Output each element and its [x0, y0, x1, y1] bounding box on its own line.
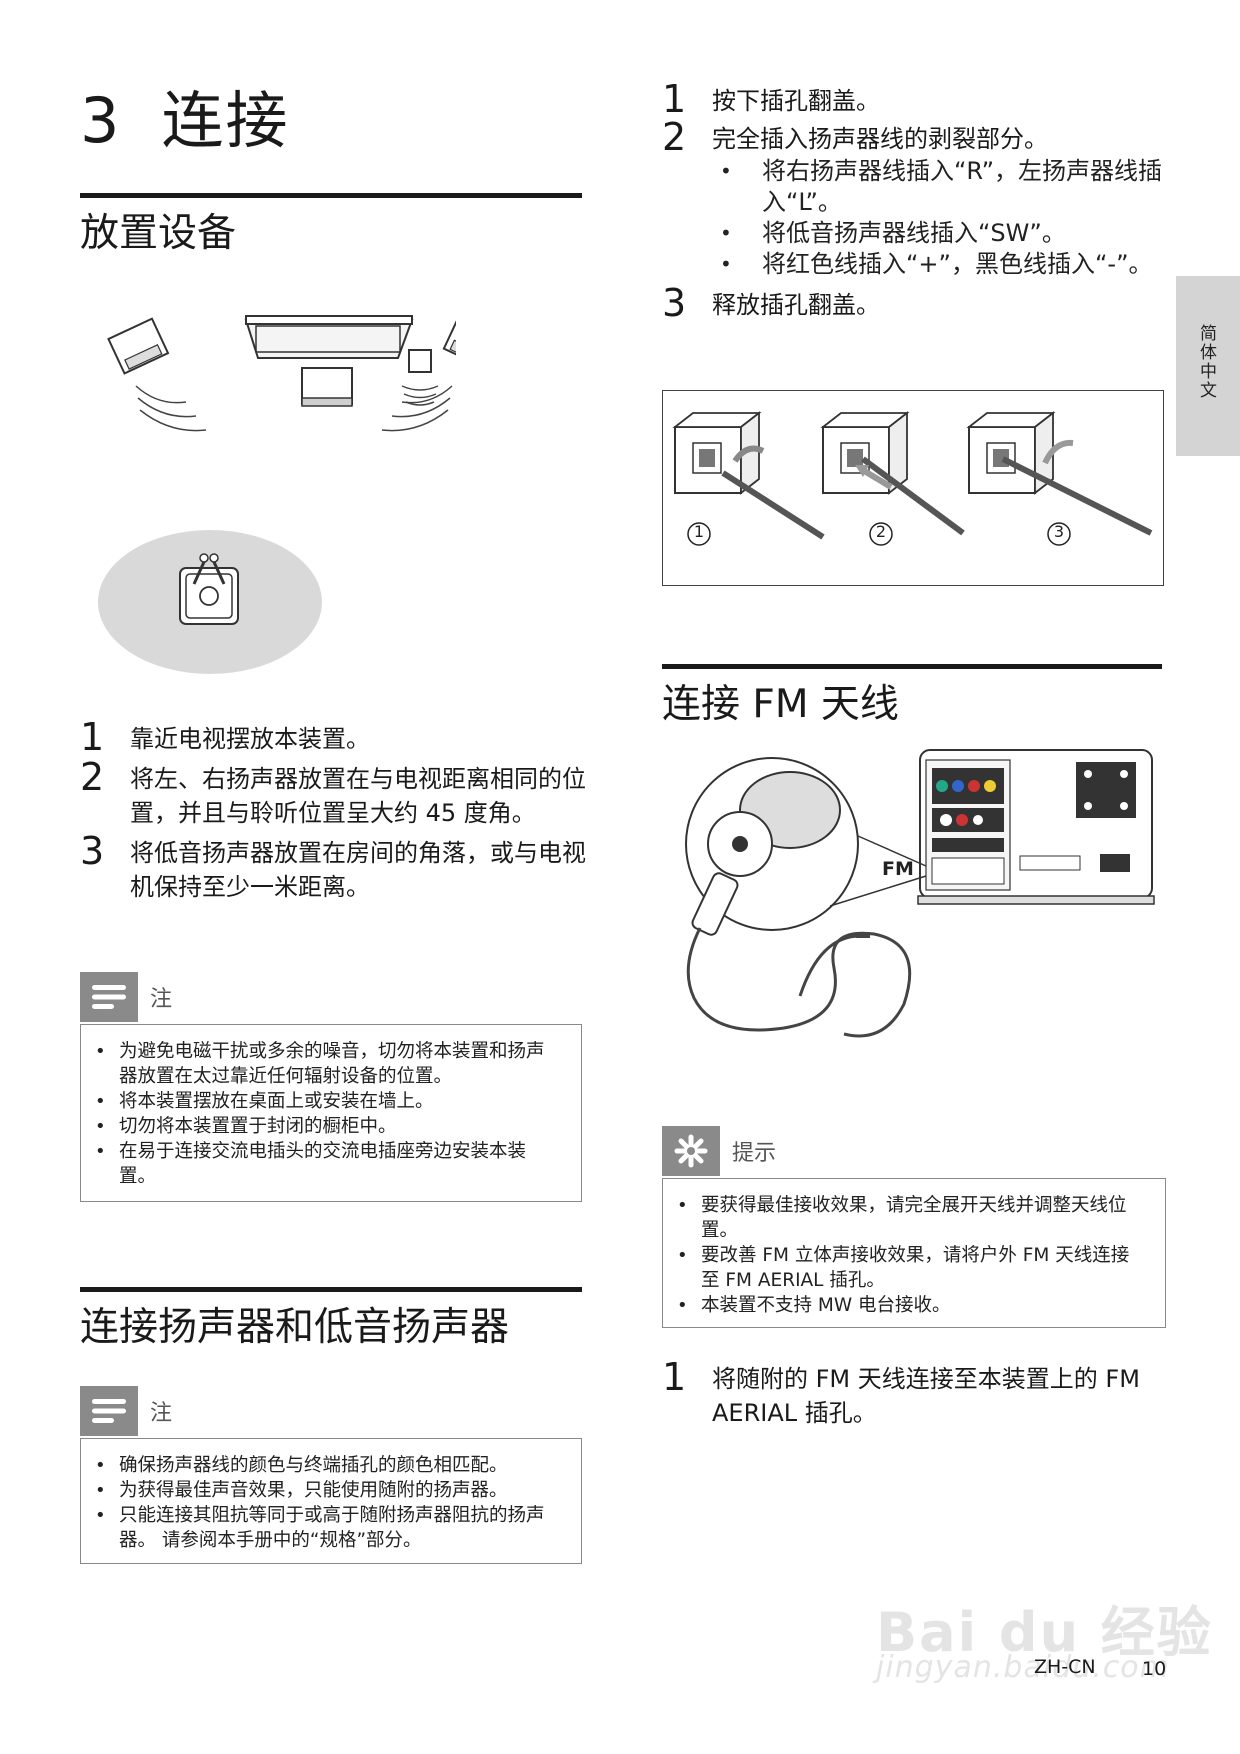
- substep: 将右扬声器线插入“R”，左扬声器线插入“L”。: [712, 156, 1162, 218]
- figure-label-2: 2: [875, 522, 887, 541]
- subwoofer-illustration: [401, 349, 439, 406]
- speaker-connector-figure: 1 2 3: [662, 390, 1164, 586]
- tip-label: 提示: [732, 1141, 777, 1166]
- figure-step-marker: [687, 522, 711, 546]
- figure-label-1: 1: [693, 522, 705, 541]
- note-item: 确保扬声器线的颜色与终端插孔的颜色相匹配。: [81, 1453, 557, 1478]
- fm-heading: 连接 FM 天线: [662, 682, 899, 727]
- chapter-title: 3 连接: [80, 70, 289, 160]
- listener-chair-illustration: [179, 553, 239, 625]
- language-side-tab: 简体中文: [1176, 276, 1240, 456]
- fm-jack-label: FM: [882, 858, 914, 880]
- room-placement-illustration: [98, 312, 456, 674]
- figure-step-marker: [869, 522, 893, 546]
- left-speaker-illustration: [107, 317, 170, 375]
- step-2: 2 将左、右扬声器放置在与电视距离相同的位置，并且与聆听位置呈大约 45 度角。: [80, 755, 586, 827]
- fm-connector-illustration: [691, 771, 841, 936]
- tip-item: 要获得最佳接收效果，请完全展开天线并调整天线位置。: [663, 1193, 1145, 1243]
- chapter-number: 3: [80, 84, 122, 157]
- language-tab-label: 简体中文: [1196, 324, 1216, 400]
- connector-step-1-illustration: [672, 411, 825, 540]
- figure-label-3: 3: [1053, 522, 1065, 541]
- section-rule: [80, 1287, 582, 1292]
- note-item: 只能连接其阻抗等同于或高于随附扬声器阻抗的扬声器。 请参阅本手册中的“规格”部分…: [81, 1503, 557, 1553]
- note-item: 为避免电磁干扰或多余的噪音，切勿将本装置和扬声器放置在太过靠近任何辐射设备的位置…: [81, 1039, 557, 1089]
- note-icon: [80, 1386, 138, 1436]
- watermark-logo: Bai du 经验: [876, 1601, 1213, 1664]
- footer-lang: ZH-CN: [1034, 1656, 1096, 1678]
- note-box: 为避免电磁干扰或多余的噪音，切勿将本装置和扬声器放置在太过靠近任何辐射设备的位置…: [80, 1024, 582, 1202]
- step-1: 1 靠近电视摆放本装置。: [80, 715, 370, 759]
- placement-steps: 1 靠近电视摆放本装置。 2 将左、右扬声器放置在与电视距离相同的位置，并且与聆…: [80, 718, 590, 904]
- speakers-heading: 连接扬声器和低音扬声器: [80, 1305, 510, 1350]
- section-rule: [662, 664, 1162, 669]
- speaker-steps: 1 按下插孔翻盖。 2 完全插入扬声器线的剥裂部分。 将右扬声器线插入“R”，左…: [662, 80, 1162, 322]
- page-number: 10: [1142, 1658, 1167, 1680]
- note-header: 注: [80, 972, 172, 1022]
- note-item: 将本装置摆放在桌面上或安装在墙上。: [81, 1089, 557, 1114]
- step-1: 1 按下插孔翻盖。: [662, 77, 880, 121]
- step-2-substeps: 将右扬声器线插入“R”，左扬声器线插入“L”。 将低音扬声器线插入“SW”。 将…: [712, 156, 1162, 280]
- placement-heading: 放置设备: [80, 211, 237, 256]
- note-header: 注: [80, 1386, 172, 1436]
- note-icon: [80, 972, 138, 1022]
- note-item: 在易于连接交流电插头的交流电插座旁边安装本装置。: [81, 1139, 557, 1189]
- section-rule: [80, 193, 582, 198]
- antenna-cable: [686, 927, 912, 1038]
- fm-antenna-figure: FM: [680, 746, 1160, 1066]
- step-2: 2 完全插入扬声器线的剥裂部分。: [662, 115, 1048, 159]
- step-1: 1 将随附的 FM 天线连接至本装置上的 FM AERIAL 插孔。: [662, 1355, 1140, 1427]
- note-item: 切勿将本装置置于封闭的橱柜中。: [81, 1114, 557, 1139]
- substep: 将低音扬声器线插入“SW”。: [712, 218, 1162, 249]
- step-3: 3 将低音扬声器放置在房间的角落，或与电视机保持至少一米距离。: [80, 829, 586, 901]
- note-label: 注: [150, 1401, 173, 1426]
- note-label: 注: [150, 987, 173, 1012]
- figure-step-marker: [1047, 522, 1071, 546]
- tip-header: 提示: [662, 1126, 776, 1176]
- connector-step-2-illustration: [820, 411, 965, 536]
- unit-rear-panel-illustration: [917, 749, 1155, 905]
- tip-box: 要获得最佳接收效果，请完全展开天线并调整天线位置。 要改善 FM 立体声接收效果…: [662, 1178, 1166, 1328]
- note-box: 确保扬声器线的颜色与终端插孔的颜色相匹配。 为获得最佳声音效果，只能使用随附的扬…: [80, 1438, 582, 1564]
- right-speaker-illustration: [442, 312, 456, 371]
- chapter-name: 连接: [161, 84, 290, 157]
- connector-step-3-illustration: [966, 411, 1153, 536]
- fm-steps: 1 将随附的 FM 天线连接至本装置上的 FM AERIAL 插孔。: [662, 1358, 1162, 1430]
- tip-asterisk-icon: [662, 1126, 720, 1176]
- tv-illustration: [244, 315, 414, 359]
- main-unit-illustration: [301, 367, 353, 407]
- tip-item: 要改善 FM 立体声接收效果，请将户外 FM 天线连接至 FM AERIAL 插…: [663, 1243, 1145, 1293]
- substep: 将红色线插入“+”，黑色线插入“-”。: [712, 249, 1162, 280]
- watermark-url: jingyan.baidu.com: [876, 1650, 1170, 1685]
- tip-item: 本装置不支持 MW 电台接收。: [663, 1293, 1145, 1318]
- step-3: 3 释放插孔翻盖。: [662, 281, 880, 325]
- note-item: 为获得最佳声音效果，只能使用随附的扬声器。: [81, 1478, 557, 1503]
